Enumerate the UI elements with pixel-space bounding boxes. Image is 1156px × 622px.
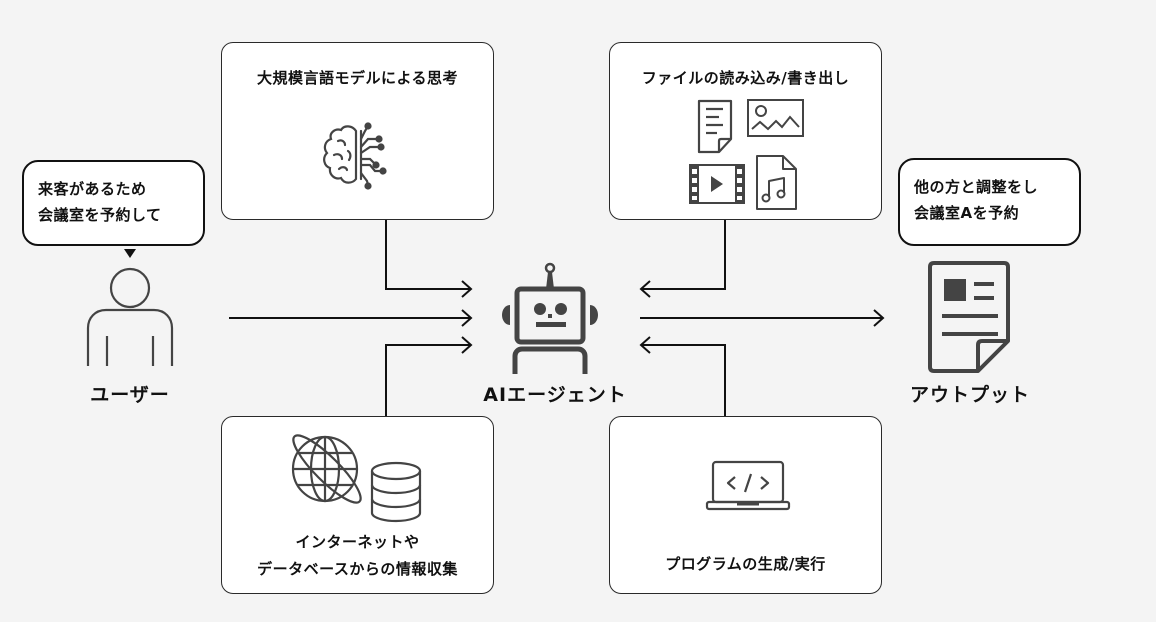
card-llm-title: 大規模言語モデルによる思考	[256, 69, 459, 87]
arrow-program-to-agent	[641, 344, 726, 416]
card-files-title: ファイルの読み込み/書き出し	[641, 69, 850, 87]
user-speech-line1: 来客があるため	[38, 180, 147, 198]
agent-label: AIエージェント	[483, 384, 627, 406]
image-icon	[747, 99, 804, 137]
output-document-icon	[928, 261, 1010, 373]
arrow-program-head	[639, 336, 651, 354]
card-program-generation: プログラムの生成/実行	[609, 416, 882, 594]
output-speech-line2: 会議室Aを予約	[914, 204, 1020, 222]
video-icon	[689, 164, 745, 204]
card-file-io: ファイルの読み込み/書き出し	[609, 42, 882, 220]
user-label: ユーザー	[90, 384, 170, 406]
output-speech-bubble: 他の方と調整をし 会議室Aを予約	[898, 158, 1081, 246]
document-icon	[697, 99, 733, 154]
user-speech-bubble: 来客があるため 会議室を予約して	[22, 160, 205, 246]
card-web-db-research: インターネットや データベースからの情報収集	[221, 416, 494, 594]
card-web-title-line2: データベースからの情報収集	[257, 560, 458, 578]
card-llm-thinking: 大規模言語モデルによる思考	[221, 42, 494, 220]
output-label: アウトプット	[909, 384, 1030, 406]
arrow-llm-to-agent	[385, 219, 471, 290]
arrow-web-to-agent	[385, 344, 471, 416]
arrow-web-head	[461, 336, 473, 354]
laptop-code-icon	[705, 460, 791, 511]
card-program-title: プログラムの生成/実行	[665, 555, 826, 573]
arrow-files-to-agent	[641, 219, 726, 290]
card-web-title-line1: インターネットや	[295, 533, 420, 551]
music-file-icon	[756, 155, 797, 210]
user-speech-line2: 会議室を予約して	[38, 206, 162, 224]
user-speech-pointer	[124, 249, 136, 258]
brain-circuit-icon	[323, 122, 387, 190]
arrow-files-head	[639, 280, 651, 298]
robot-icon	[502, 262, 598, 374]
output-speech-line1: 他の方と調整をし	[914, 178, 1039, 196]
arrow-output-head	[873, 309, 885, 327]
arrow-user-head	[461, 309, 473, 327]
globe-icon	[291, 434, 362, 504]
arrow-llm-head	[461, 280, 473, 298]
user-icon	[86, 267, 174, 366]
database-icon	[370, 461, 422, 523]
